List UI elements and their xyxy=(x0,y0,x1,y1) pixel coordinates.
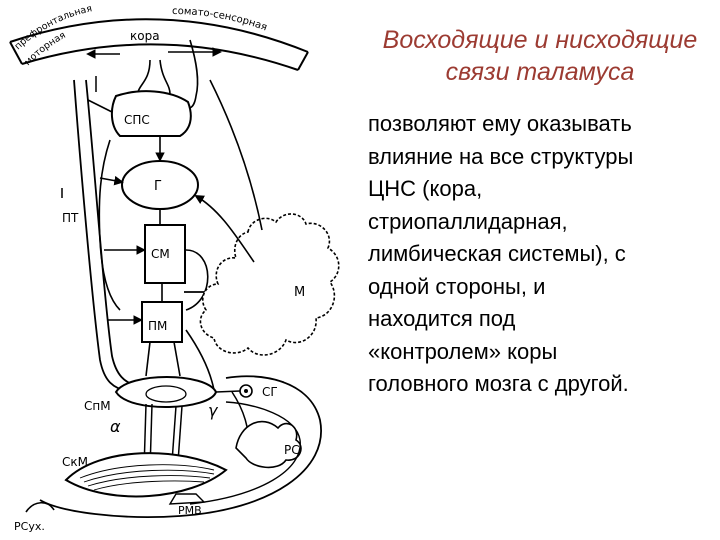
cortex-to-m xyxy=(209,79,263,231)
label-somato: сомато-сенсорная xyxy=(172,6,269,33)
skeletal-muscle xyxy=(64,452,228,498)
body-line-8: «контролем» коры xyxy=(368,338,558,364)
label-gamma: γ xyxy=(208,401,219,420)
label-sm: СМ xyxy=(151,247,170,261)
thalamus-connections-diagram: префронтальная моторная сомато-сенсорная… xyxy=(9,3,340,533)
label-alpha: α xyxy=(110,417,121,436)
sensory-loop-inner xyxy=(189,401,301,505)
body-line-1: позволяют ему оказывать xyxy=(368,111,632,136)
label-cortex: кора xyxy=(130,29,160,43)
receptor-rs xyxy=(235,420,302,469)
cerebellum-cloud xyxy=(199,213,340,356)
title-line-2: связи таламуса xyxy=(445,58,635,86)
title-line-1: Восходящие и нисходящие xyxy=(382,26,698,54)
sensory-loop xyxy=(39,375,322,518)
tendon-rmv xyxy=(168,493,206,505)
label-rsukh: РСух. xyxy=(14,520,45,533)
sm-side-loop xyxy=(185,249,209,311)
label-spm: СпМ xyxy=(84,399,111,413)
label-skm: СкМ xyxy=(62,455,88,469)
sg-to-cord xyxy=(215,390,241,393)
label-sg: СГ xyxy=(262,385,278,399)
pyramidal-tract xyxy=(73,79,141,393)
joint-receptor xyxy=(25,501,55,513)
slide-body-text: позволяют ему оказывать влияние на все с… xyxy=(368,108,713,401)
sg-ganglion-core xyxy=(244,389,248,393)
body-line-7: находится под xyxy=(368,306,516,331)
sps-structure xyxy=(110,90,192,137)
descending-tracts xyxy=(145,329,215,391)
spinal-cord-gray xyxy=(145,385,187,403)
label-m: М xyxy=(294,285,305,300)
body-line-2: влияние на все структуры xyxy=(368,143,634,169)
label-sps: СПС xyxy=(124,113,150,127)
label-g: Г xyxy=(154,179,162,194)
body-line-9: головного мозга с другой. xyxy=(368,371,629,396)
cortex-band xyxy=(9,18,309,71)
label-pm: ПМ xyxy=(148,319,167,333)
body-line-3: ЦНС (кора, xyxy=(368,176,483,201)
sm-box xyxy=(144,224,186,284)
label-rmv: РМВ xyxy=(178,504,202,517)
label-pt: ПТ xyxy=(62,211,79,225)
muscle-striations xyxy=(79,464,215,491)
pt-to-g xyxy=(99,175,124,186)
body-line-4: стриопаллидарная, xyxy=(368,208,568,234)
m-to-g xyxy=(194,195,255,263)
body-line-6: одной стороны, и xyxy=(368,273,546,299)
slide-title: Восходящие и нисходящие связи таламуса xyxy=(360,24,720,88)
label-rs: РС xyxy=(284,443,300,457)
body-line-5: лимбическая системы), с xyxy=(368,241,626,266)
